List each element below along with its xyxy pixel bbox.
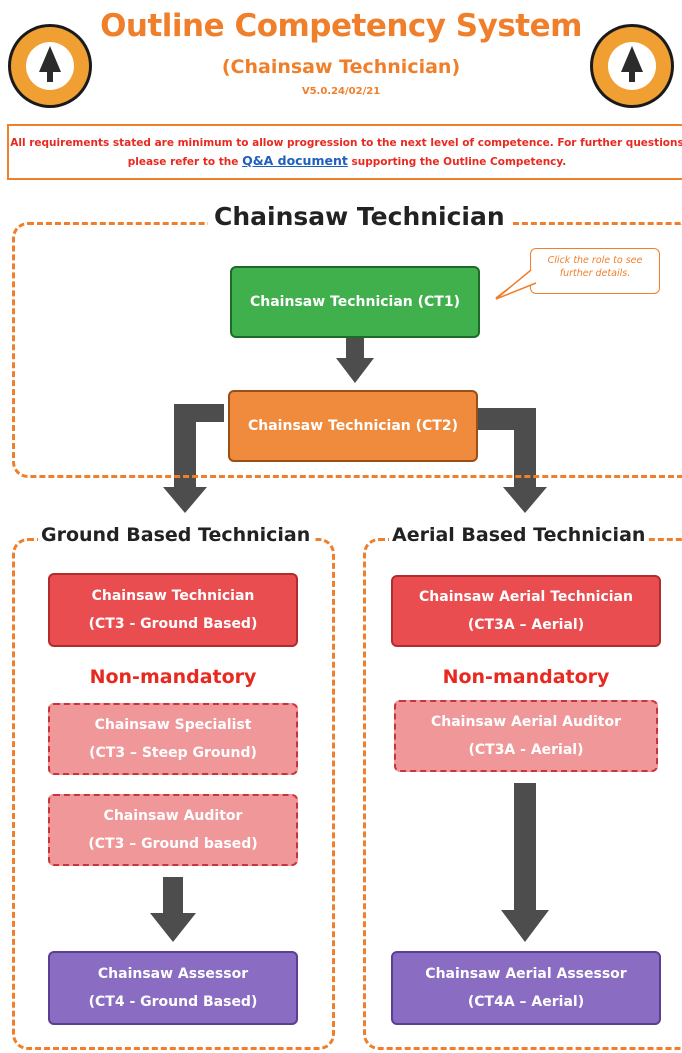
arrow-ct2-to-ground: [163, 404, 224, 513]
ct3-ground-code: (CT3 - Ground Based): [88, 616, 258, 632]
ct3-ground-title: Chainsaw Technician: [91, 588, 255, 604]
ct3a-aerial-auditor-button[interactable]: Chainsaw Aerial Auditor (CT3A - Aerial): [394, 700, 658, 772]
aerial-assessor-code: (CT4A – Aerial): [467, 994, 585, 1010]
arrow-ct1-to-ct2: [336, 338, 374, 383]
ct4a-aerial-assessor-button[interactable]: Chainsaw Aerial Assessor (CT4A – Aerial): [391, 951, 661, 1025]
aerial-non-mandatory-label: Non-mandatory: [442, 666, 610, 688]
specialist-title: Chainsaw Specialist: [94, 717, 252, 733]
notice-line-2: please refer to the Q&A document support…: [9, 152, 682, 171]
ct3-ground-button[interactable]: Chainsaw Technician (CT3 - Ground Based): [48, 573, 298, 647]
version-label: V5.0.24/02/21: [301, 86, 381, 97]
fisa-logo-left-icon: [8, 24, 92, 108]
arrow-ct2-to-aerial: [478, 408, 547, 513]
notice-text-before: please refer to the: [127, 156, 239, 168]
aerial-auditor-code: (CT3A - Aerial): [468, 742, 584, 758]
ground-auditor-title: Chainsaw Auditor: [103, 808, 243, 824]
ground-based-group-title: Ground Based Technician: [38, 524, 314, 546]
notice-line-1: All requirements stated are minimum to a…: [10, 137, 682, 149]
ct3-steep-ground-button[interactable]: Chainsaw Specialist (CT3 – Steep Ground): [48, 703, 298, 775]
page-subtitle: (Chainsaw Technician): [221, 56, 461, 78]
arrow-ground-auditor-to-assessor: [150, 877, 196, 942]
ct3a-aerial-button[interactable]: Chainsaw Aerial Technician (CT3A – Aeria…: [391, 575, 661, 647]
fisa-logo-right-icon: [590, 24, 674, 108]
click-role-callout: Click the role to see further details.: [530, 248, 660, 294]
chainsaw-technician-group-title: Chainsaw Technician: [208, 202, 511, 231]
requirements-notice: All requirements stated are minimum to a…: [7, 124, 682, 180]
ct3a-title: Chainsaw Aerial Technician: [419, 589, 633, 605]
fisa-logo-left: [6, 22, 94, 110]
aerial-based-group-title: Aerial Based Technician: [389, 524, 649, 546]
ct2-button[interactable]: Chainsaw Technician (CT2): [228, 390, 478, 462]
specialist-code: (CT3 – Steep Ground): [89, 745, 257, 761]
notice-text-after: supporting the Outline Competency.: [351, 156, 567, 168]
ct3a-code: (CT3A – Aerial): [467, 617, 585, 633]
qa-document-link[interactable]: Q&A document: [242, 153, 348, 168]
page-title: Outline Competency System: [100, 8, 582, 44]
ground-non-mandatory-label: Non-mandatory: [89, 666, 257, 688]
aerial-auditor-title: Chainsaw Aerial Auditor: [430, 714, 622, 730]
ground-auditor-code: (CT3 – Ground based): [88, 836, 258, 852]
ct1-button[interactable]: Chainsaw Technician (CT1): [230, 266, 480, 338]
fisa-logo-right: [588, 22, 676, 110]
ct4-ground-assessor-button[interactable]: Chainsaw Assessor (CT4 - Ground Based): [48, 951, 298, 1025]
ct3-ground-auditor-button[interactable]: Chainsaw Auditor (CT3 – Ground based): [48, 794, 298, 866]
ground-assessor-title: Chainsaw Assessor: [97, 966, 249, 982]
aerial-assessor-title: Chainsaw Aerial Assessor: [425, 966, 627, 982]
arrow-aerial-auditor-to-assessor: [501, 783, 549, 942]
ground-assessor-code: (CT4 - Ground Based): [88, 994, 258, 1010]
